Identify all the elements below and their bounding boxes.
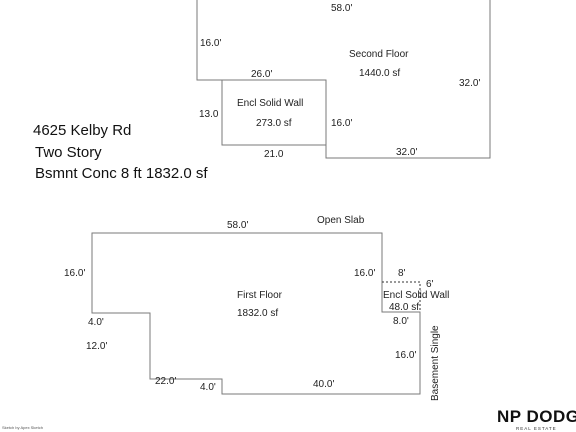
encl-lower-top-dim: 8' — [398, 268, 406, 279]
first-floor-top-dim: 58.0' — [227, 220, 248, 231]
second-floor-area: 1440.0 sf — [359, 68, 400, 79]
first-floor-bottom-left-dim: 22.0' — [155, 376, 176, 387]
encl-upper-area: 273.0 sf — [256, 118, 292, 129]
encl-upper-right-dim: 16.0' — [331, 118, 352, 129]
first-floor-left-dim: 16.0' — [64, 268, 85, 279]
first-floor-area: 1832.0 sf — [237, 308, 278, 319]
encl-upper-top-dim: 26.0' — [251, 69, 272, 80]
encl-upper-name: Encl Solid Wall — [237, 98, 303, 109]
encl-upper-outline — [221, 80, 326, 146]
first-floor-name: First Floor — [237, 290, 283, 301]
first-floor-right-lower-dim: 16.0' — [395, 350, 416, 361]
first-floor-right-upper-dim: 16.0' — [354, 268, 375, 279]
encl-upper-bottom-dim: 21.0 — [264, 149, 284, 160]
encl-lower-bottom-dim: 8.0' — [393, 316, 409, 327]
property-basement: Bsmnt Conc 8 ft 1832.0 sf — [35, 165, 208, 182]
property-style: Two Story — [35, 144, 102, 161]
logo-main-text: NP DODGE — [497, 407, 576, 426]
second-floor-right-dim: 32.0' — [459, 78, 480, 89]
second-floor-left-dim: 16.0' — [200, 38, 221, 49]
encl-lower-side-dim: 6' — [426, 279, 434, 290]
second-floor-top-dim: 58.0' — [331, 3, 352, 14]
first-floor-step1-dim: 4.0' — [88, 317, 104, 328]
first-floor-bottom-dim: 40.0' — [313, 379, 334, 390]
open-slab-label: Open Slab — [317, 215, 365, 226]
first-floor-outline — [91, 232, 421, 395]
encl-lower-name: Encl Solid Wall — [383, 290, 449, 301]
first-floor-left-lower-dim: 12.0' — [86, 341, 107, 352]
encl-lower-outline — [382, 281, 421, 312]
second-floor-outline — [196, 0, 491, 159]
sketch-credit: Sketch by Apex Sketch — [2, 425, 43, 430]
np-dodge-logo: NP DODGE REAL ESTATE — [497, 407, 576, 431]
first-floor-step2-dim: 4.0' — [200, 382, 216, 393]
encl-upper-left-dim: 13.0 — [199, 109, 219, 120]
second-floor-name: Second Floor — [349, 49, 409, 60]
logo-sub-text: REAL ESTATE — [516, 426, 557, 431]
basement-single-label: Basement Single — [430, 325, 441, 401]
encl-lower-area: 48.0 sf — [389, 302, 419, 313]
second-floor-bottom-dim: 32.0' — [396, 147, 417, 158]
property-address: 4625 Kelby Rd — [33, 122, 131, 139]
